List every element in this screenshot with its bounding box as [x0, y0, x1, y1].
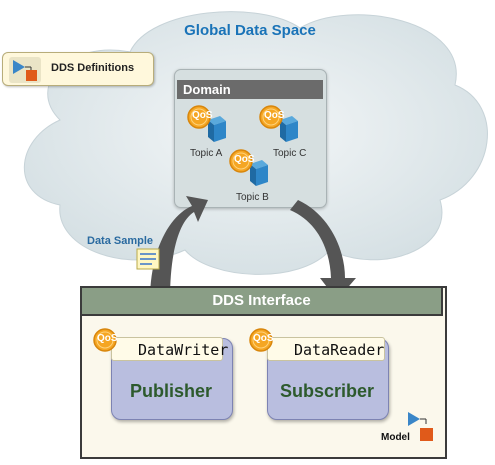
model-label: Model: [381, 432, 410, 443]
topic-b-icon: [229, 149, 268, 186]
cloud-title: Global Data Space: [184, 22, 316, 39]
qos-badge: QoS: [97, 333, 118, 344]
qos-icon: [249, 328, 273, 352]
qos-badge: QoS: [234, 154, 255, 165]
topic-c-icon: [259, 105, 298, 142]
model-icon[interactable]: [406, 410, 436, 444]
data-sample-label: Data Sample: [87, 235, 154, 247]
topic-b-label: Topic B: [236, 192, 269, 203]
data-sample-icon: [136, 248, 160, 270]
definitions-icon: [9, 57, 41, 83]
topic-c-label: Topic C: [273, 148, 307, 159]
definitions-label: DDS Definitions: [51, 62, 135, 74]
publish-arrow: [150, 196, 208, 300]
qos-icon: [93, 328, 117, 352]
datawriter-label: DataWriter: [111, 337, 228, 361]
subscriber-label: Subscriber: [279, 381, 375, 401]
qos-badge: QoS: [192, 110, 213, 121]
topic-a-label: Topic A: [190, 148, 223, 159]
datareader-label: DataReader: [267, 337, 385, 361]
qos-badge: QoS: [253, 333, 274, 344]
domain-title: Domain: [177, 80, 323, 99]
publisher-label: Publisher: [129, 381, 213, 401]
dds-definitions-button[interactable]: DDS Definitions: [2, 52, 154, 86]
subscribe-arrow: [290, 200, 356, 300]
dds-interface-title: DDS Interface: [80, 286, 443, 316]
qos-badge: QoS: [264, 110, 285, 121]
topic-a-icon: [187, 105, 226, 142]
